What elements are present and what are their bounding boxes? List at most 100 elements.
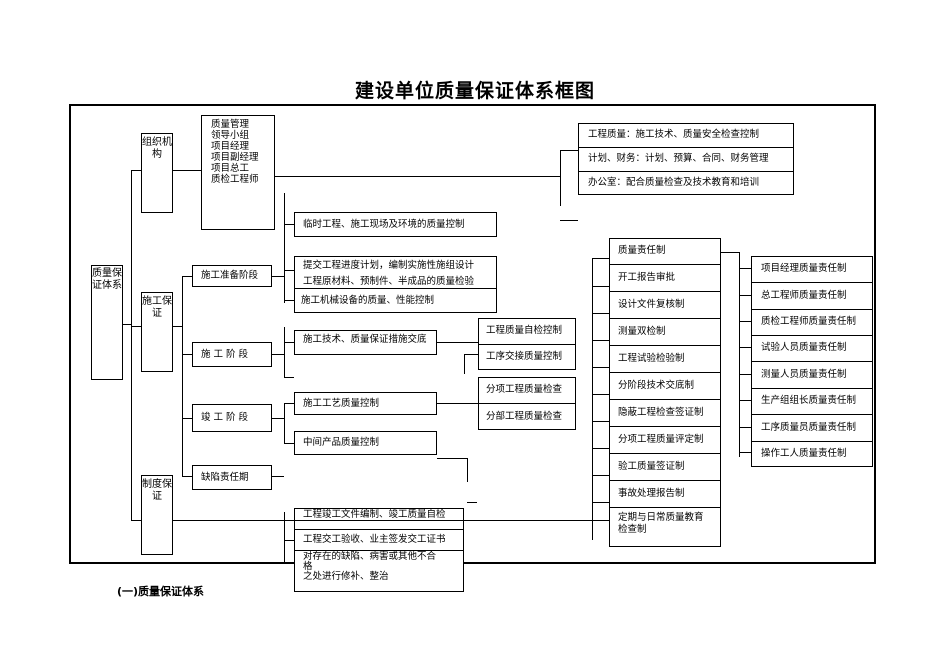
connector-line: [275, 176, 560, 177]
org-member: 项目副经理: [211, 152, 259, 163]
connector-line: [182, 276, 192, 277]
system-rule: 分阶段技术交底制: [610, 373, 720, 400]
systems-box: 质量责任制 开工报告审批 设计文件复核制 测量双检制 工程试验检验制 分阶段技术…: [609, 238, 721, 547]
construction-item: 施工技术、质量保证措施交底: [294, 330, 437, 355]
connector-line: [284, 403, 285, 443]
connector-line: [592, 258, 609, 259]
system-rule: 分项工程质量评定制: [610, 427, 720, 454]
system-rule: 工程试验检验制: [610, 346, 720, 373]
system-rule: 开工报告审批: [610, 265, 720, 292]
connector-line: [131, 170, 141, 171]
diagram-frame: [69, 104, 876, 564]
system-rule: 验工质量签证制: [610, 454, 720, 481]
connector-line: [464, 354, 465, 374]
department-item: 办公室：配合质量检查及技术教育和培训: [588, 177, 760, 188]
department-item: 工程质量：施工技术、质量安全检查控制: [579, 124, 793, 148]
connector-line: [437, 342, 478, 343]
responsibility-item: 生产组组长质量责任制: [752, 389, 872, 415]
connector-line: [272, 276, 284, 277]
connector-line: [437, 458, 467, 459]
connector-line: [739, 295, 751, 296]
prep-item: 临时工程、施工现场及环境的质量控制: [294, 212, 497, 237]
page-title: 建设单位质量保证体系框图: [354, 80, 595, 102]
connector-line: [284, 224, 294, 225]
connector-line: [284, 540, 294, 541]
responsibility-item: 试验人员质量责任制: [752, 336, 872, 362]
self-check-item: 工程质量自检控制: [479, 319, 575, 345]
connector-line: [284, 443, 294, 444]
org-member: 项目经理: [211, 141, 250, 152]
connector-line: [467, 502, 477, 503]
sub-check-box: 分项工程质量检查 分部工程质量检查: [478, 377, 576, 430]
connector-line: [272, 354, 284, 355]
system-rule: 设计文件复核制: [610, 292, 720, 319]
connector-line: [592, 448, 609, 449]
connector-line: [592, 475, 609, 476]
connector-line: [284, 270, 294, 271]
org-node: 组织机构: [141, 133, 173, 213]
connector-line: [560, 220, 578, 221]
org-member: 项目总工: [211, 163, 250, 174]
connector-line: [284, 403, 294, 404]
org-members-box: 质量管理 领导小组 项目经理 项目副经理 项目总工 质检工程师: [201, 115, 275, 230]
org-member: 质量管理: [211, 119, 250, 130]
connector-line: [467, 458, 468, 482]
connector-line: [592, 258, 593, 540]
org-member: 质检工程师: [211, 174, 259, 185]
self-check-item: 工序交接质量控制: [486, 351, 563, 362]
connector-line: [284, 342, 294, 343]
connector-line: [739, 374, 751, 375]
connector-line: [131, 326, 141, 327]
system-rule: 隐蔽工程检查签证制: [610, 400, 720, 427]
system-node: 制度保证: [141, 475, 173, 555]
connector-line: [464, 354, 478, 355]
stage-defect-liability: 缺陷责任期: [192, 465, 272, 490]
prep-item: 提交工程进度计划，编制实施性施组设计: [303, 260, 475, 271]
system-item: 工程竣工文件编制、竣工质量自检: [295, 509, 463, 530]
connector-line: [592, 502, 609, 503]
stage-construction: 施 工 阶 段: [192, 342, 272, 367]
completion-item: 中间产品质量控制: [294, 431, 437, 455]
system-rule: 定期与日常质量教育 检查制: [618, 512, 704, 535]
connector-line: [560, 150, 561, 206]
connector-line: [284, 512, 285, 562]
connector-line: [739, 347, 751, 348]
connector-line: [173, 170, 201, 171]
connector-line: [592, 286, 609, 287]
system-rule: 测量双检制: [610, 319, 720, 346]
connector-line: [182, 418, 192, 419]
connector-line: [173, 520, 609, 521]
connector-line: [131, 170, 132, 520]
responsibility-item: 工序质量员质量责任制: [752, 415, 872, 442]
connector-line: [592, 367, 609, 368]
connector-line: [272, 418, 284, 419]
responsibilities-box: 项目经理质量责任制 总工程师质量责任制 质检工程师质量责任制 试验人员质量责任制…: [751, 256, 873, 467]
connector-line: [739, 452, 751, 453]
responsibility-item: 总工程师质量责任制: [752, 283, 872, 310]
connector-line: [437, 403, 478, 404]
connector-line: [272, 476, 284, 477]
connector-line: [721, 252, 739, 253]
departments-box: 工程质量：施工技术、质量安全检查控制 计划、财务：计划、预算、合同、财务管理 办…: [578, 123, 794, 195]
connector-line: [592, 313, 609, 314]
system-items-box: 工程竣工文件编制、竣工质量自检 工程交工验收、业主签发交工证书 对存在的缺陷、病…: [294, 508, 464, 592]
connector-line: [739, 321, 751, 322]
connector-line: [560, 150, 578, 151]
stage-prep: 施工准备阶段: [192, 265, 272, 287]
connector-line: [284, 300, 294, 301]
responsibility-item: 测量人员质量责任制: [752, 362, 872, 389]
connector-line: [131, 520, 141, 521]
connector-line: [182, 354, 192, 355]
connector-line: [182, 476, 192, 477]
system-rule: 事故处理报告制: [610, 481, 720, 508]
caption: (一)质量保证体系: [117, 585, 205, 598]
connector-line: [739, 268, 751, 269]
connector-line: [284, 327, 285, 377]
connector-line: [592, 394, 609, 395]
system-item: 工程交工验收、业主签发交工证书: [295, 530, 463, 551]
prep-item: 施工机械设备的质量、性能控制: [294, 288, 497, 313]
system-rule: 质量责任制: [610, 239, 720, 265]
responsibility-item: 操作工人质量责任制: [761, 448, 847, 459]
root-node: 质量保证体系: [91, 265, 123, 380]
stage-completion: 竣 工 阶 段: [192, 404, 272, 432]
